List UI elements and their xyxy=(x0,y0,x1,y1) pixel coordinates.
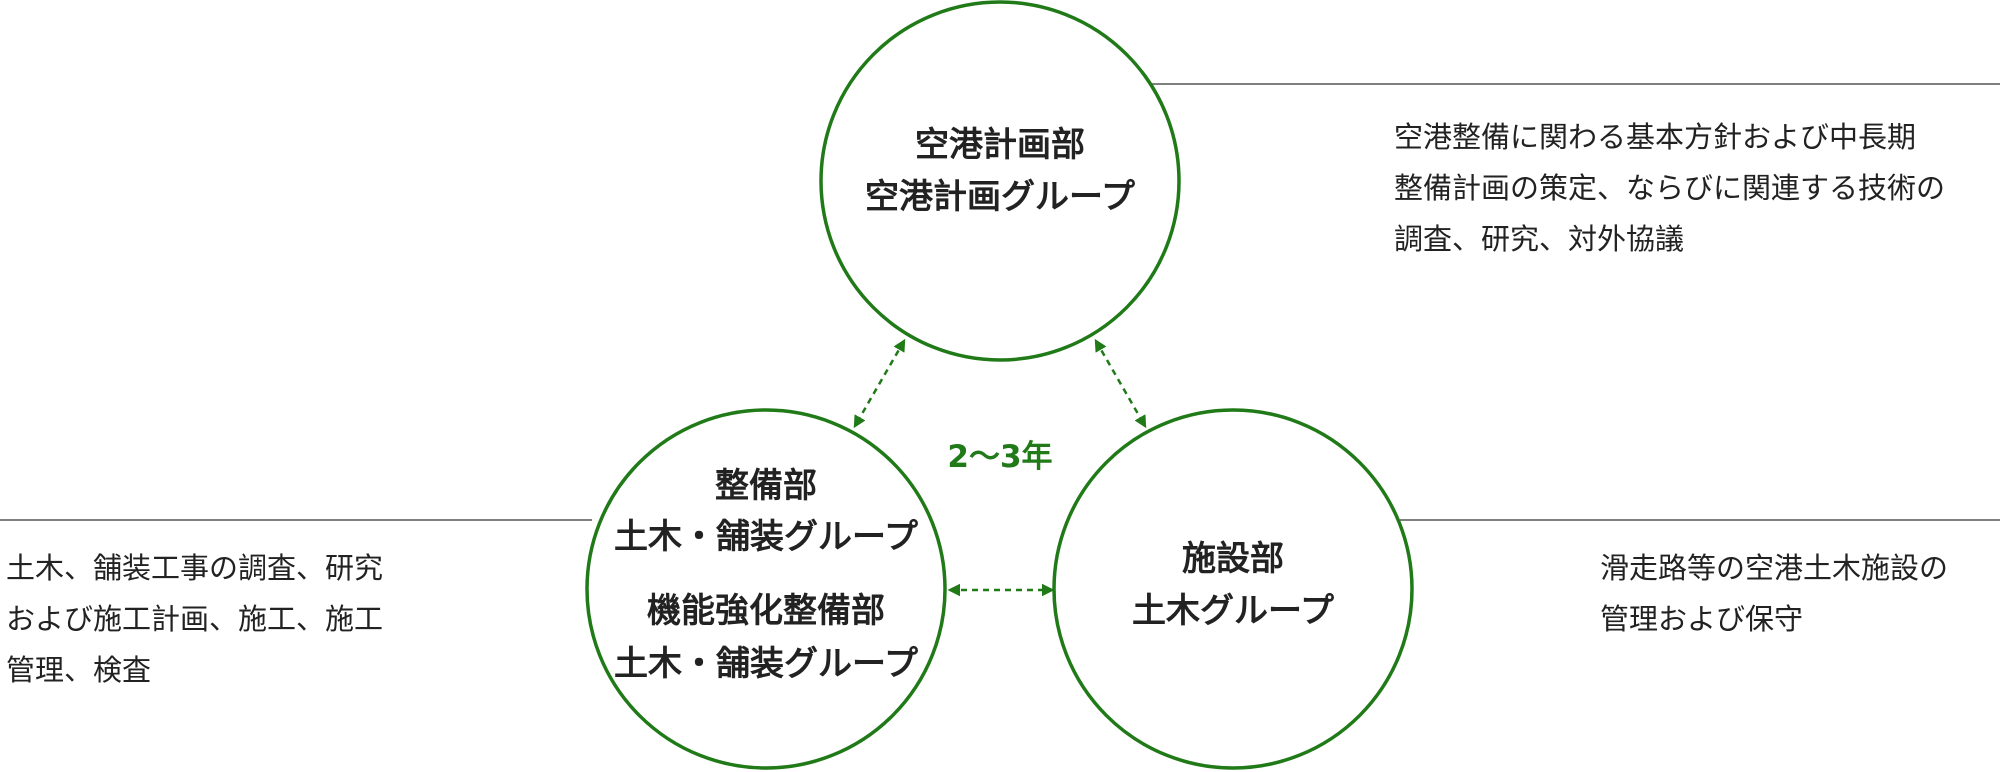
planning-dept-label: 空港計画部 xyxy=(915,125,1085,165)
maintenance-description-line: および施工計画、施工、施工 xyxy=(6,602,384,636)
rotation-period-label: 2～3年 xyxy=(947,439,1052,475)
facilities-description-line: 管理および保守 xyxy=(1600,602,1804,636)
facilities-description: 滑走路等の空港土木施設の 管理および保守 xyxy=(1600,543,1948,645)
maintenance-description: 土木、舗装工事の調査、研究 および施工計画、施工、施工 管理、検査 xyxy=(6,543,383,696)
planning-group-label: 空港計画グループ xyxy=(865,177,1135,217)
facilities-dept-label: 施設部 xyxy=(1182,539,1284,579)
maintenance-description-line: 管理、検査 xyxy=(6,653,152,687)
planning-description: 空港整備に関わる基本方針および中長期 整備計画の策定、ならびに関連する技術の 調… xyxy=(1394,112,1945,265)
maintenance-dept-label: 整備部 xyxy=(715,466,817,506)
planning-description-line: 整備計画の策定、ならびに関連する技術の xyxy=(1394,171,1946,205)
maintenance-group-label: 土木・舗装グループ xyxy=(614,517,918,557)
enhancement-group-label: 土木・舗装グループ xyxy=(614,644,918,684)
planning-description-line: 空港整備に関わる基本方針および中長期 xyxy=(1394,120,1917,154)
facilities-description-line: 滑走路等の空港土木施設の xyxy=(1600,551,1949,585)
planning-description-line: 調査、研究、対外協議 xyxy=(1394,222,1685,256)
facilities-circle xyxy=(1052,408,1414,770)
enhancement-dept-label: 機能強化整備部 xyxy=(647,591,885,631)
planning-maintenance-arrow xyxy=(853,338,906,429)
maintenance-description-line: 土木、舗装工事の調査、研究 xyxy=(6,551,384,585)
facilities-group-label: 土木グループ xyxy=(1132,591,1334,631)
planning-facilities-arrow xyxy=(1094,338,1147,429)
planning-circle xyxy=(819,0,1181,362)
maintenance-circle xyxy=(585,408,947,770)
